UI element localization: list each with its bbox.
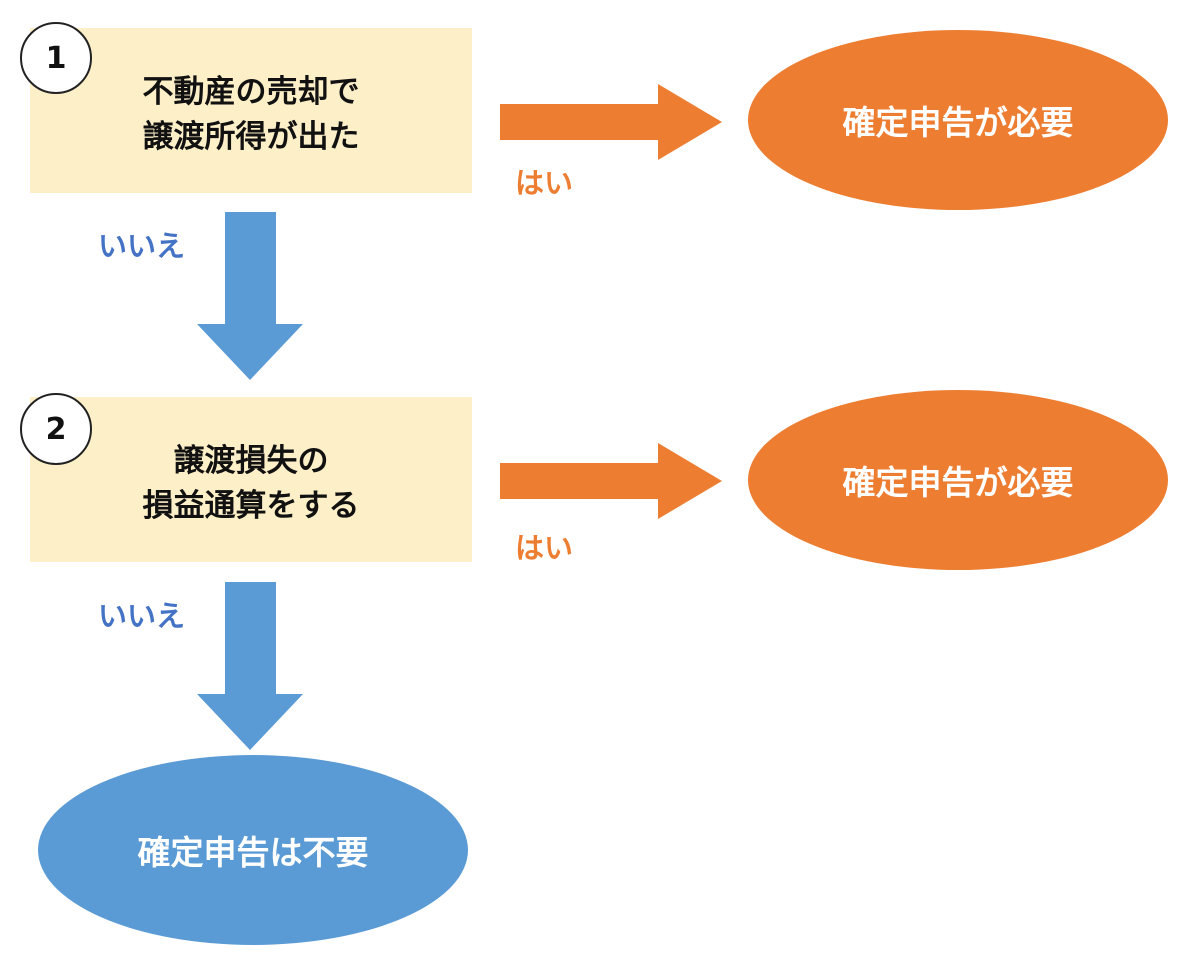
yes-arrow-2 — [500, 443, 722, 519]
outcome-required-1: 確定申告が必要 — [748, 30, 1168, 210]
outcome-required-2: 確定申告が必要 — [748, 390, 1168, 570]
yes-label-1: はい — [515, 166, 574, 200]
outcome-not-required: 確定申告は不要 — [38, 755, 468, 945]
outcome-not-required-text: 確定申告は不要 — [137, 833, 369, 872]
no-label-1: いいえ — [98, 229, 186, 263]
step-number-badge-1: 1 — [20, 22, 92, 94]
no-label-2: いいえ — [98, 599, 186, 633]
no-arrow-2 — [197, 582, 303, 750]
question-text-1: 不動産の売却で 譲渡所得が出た — [142, 74, 360, 155]
outcome-required-text-2: 確定申告が必要 — [842, 463, 1074, 502]
question-box-2: 譲渡損失の 損益通算をする — [30, 397, 472, 562]
question-box-1: 不動産の売却で 譲渡所得が出た — [30, 28, 472, 193]
no-arrow-1 — [197, 212, 303, 380]
outcome-required-text-1: 確定申告が必要 — [842, 103, 1074, 142]
question-text-2: 譲渡損失の 損益通算をする — [142, 443, 360, 524]
yes-arrow-1 — [500, 84, 722, 160]
step-number-badge-2: 2 — [20, 393, 92, 465]
yes-label-2: はい — [515, 531, 574, 565]
